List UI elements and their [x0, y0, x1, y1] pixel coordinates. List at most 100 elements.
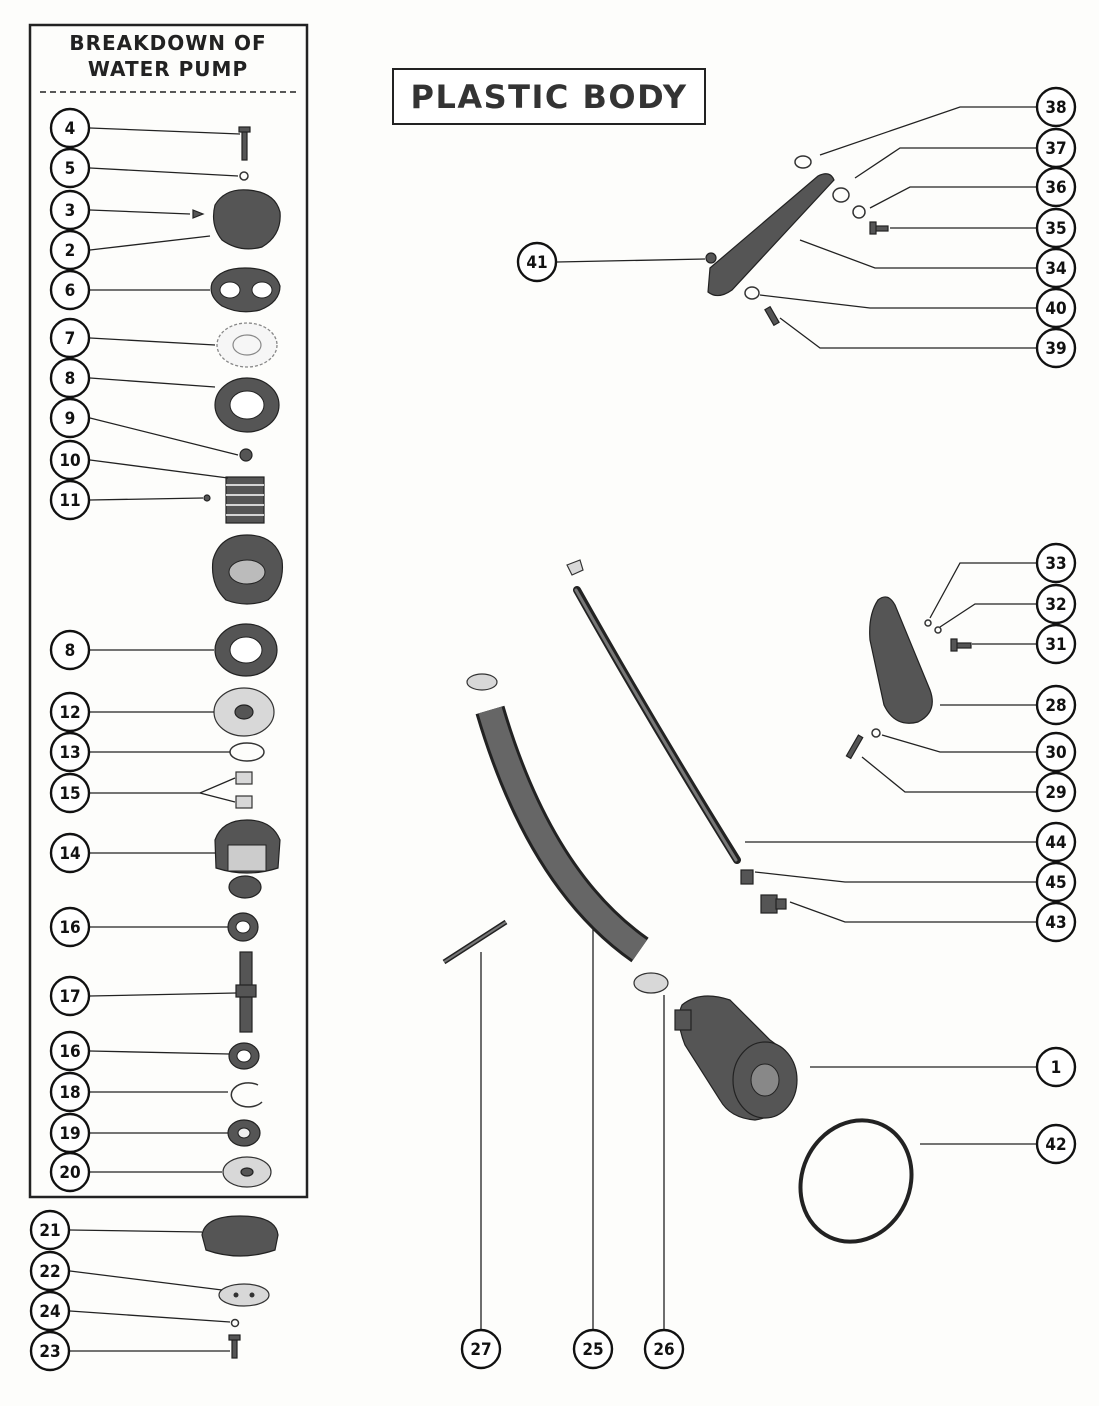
callout-circle — [49, 479, 91, 521]
callout-25: 25 — [572, 1328, 614, 1370]
leader-line-22 — [69, 1270, 223, 1291]
leader-line-16 — [89, 1050, 230, 1055]
callout-38: 38 — [1035, 86, 1077, 128]
callout-30: 30 — [1035, 731, 1077, 773]
callout-19: 19 — [49, 1112, 91, 1154]
leader-line-43 — [789, 901, 1036, 923]
screw-35 — [869, 221, 889, 235]
callout-circle — [1035, 901, 1077, 943]
plate-6 — [210, 267, 281, 313]
washer-24 — [230, 1318, 240, 1328]
insert-unlabeled — [211, 534, 284, 605]
callout-circle — [49, 357, 91, 399]
washer-32 — [934, 626, 942, 634]
callout-number: 13 — [59, 743, 80, 763]
callout-number: 31 — [1045, 635, 1066, 655]
leader-line-24 — [69, 1310, 231, 1323]
leader-line-21 — [69, 1229, 203, 1233]
callout-number: 26 — [653, 1340, 674, 1360]
callout-42: 42 — [1035, 1123, 1077, 1165]
callout-circle — [1035, 287, 1077, 329]
screw-31 — [950, 638, 972, 652]
cover-21 — [201, 1215, 279, 1257]
callout-number: 30 — [1045, 743, 1066, 763]
callout-number: 22 — [39, 1262, 60, 1282]
washer-30 — [871, 728, 881, 738]
leader-line-36 — [869, 186, 1036, 209]
callout-circle — [1035, 247, 1077, 289]
gasket-7 — [216, 322, 278, 368]
leader-line-9 — [89, 417, 239, 456]
bushing-38 — [794, 155, 812, 169]
callout-circle — [49, 439, 91, 481]
screw-23 — [228, 1334, 241, 1359]
callout-8: 8 — [49, 357, 91, 399]
callout-24: 24 — [29, 1290, 71, 1332]
plate-22 — [218, 1283, 270, 1307]
pump-body-1 — [674, 995, 798, 1121]
callout-number: 20 — [59, 1163, 80, 1183]
callout-circle — [49, 317, 91, 359]
callout-number: 40 — [1045, 299, 1066, 319]
leader-line-3 — [89, 209, 191, 215]
callout-number: 9 — [65, 409, 76, 429]
nut-41 — [705, 252, 717, 264]
callout-circle — [1035, 861, 1077, 903]
clamp-top-large — [466, 673, 498, 691]
callout-circle — [29, 1209, 71, 1251]
main-title-box — [392, 68, 706, 125]
connector-45 — [740, 869, 754, 885]
retaining-ring-18 — [230, 1082, 263, 1108]
callout-40: 40 — [1035, 287, 1077, 329]
callout-4: 4 — [49, 107, 91, 149]
callout-number: 23 — [39, 1342, 60, 1362]
stud-27 — [442, 919, 508, 965]
o-ring-13 — [229, 742, 265, 762]
callout-6: 6 — [49, 269, 91, 311]
callout-number: 37 — [1045, 139, 1066, 159]
callout-circle — [49, 832, 91, 874]
callout-39: 39 — [1035, 327, 1077, 369]
callout-15: 15 — [49, 772, 91, 814]
bearing-16-top — [227, 912, 259, 942]
panel-title-line2: WATER PUMP — [88, 57, 248, 81]
bracket-34 — [707, 173, 835, 297]
callout-circle — [49, 975, 91, 1017]
fitting-43 — [760, 894, 787, 914]
callout-3: 3 — [49, 189, 91, 231]
impeller-10 — [225, 476, 265, 524]
callout-number: 3 — [65, 201, 76, 221]
callout-20: 20 — [49, 1151, 91, 1193]
pump-housing-2 — [212, 189, 281, 250]
leader-line-45 — [754, 871, 1036, 883]
callout-9: 9 — [49, 397, 91, 439]
callout-7: 7 — [49, 317, 91, 359]
leader-line-38 — [819, 106, 1036, 156]
callout-16: 16 — [49, 1030, 91, 1072]
callout-circle — [1035, 1046, 1077, 1088]
leader-line-5 — [89, 167, 239, 177]
leader-line-32 — [939, 603, 1036, 628]
screw-4 — [238, 126, 251, 161]
leader-line-40 — [759, 294, 1036, 309]
callout-number: 44 — [1045, 833, 1066, 853]
callout-number: 41 — [526, 253, 547, 273]
callout-circle — [49, 269, 91, 311]
seals-15 — [235, 771, 253, 809]
callout-35: 35 — [1035, 207, 1077, 249]
leader-line-15 — [199, 792, 236, 803]
callout-14: 14 — [49, 832, 91, 874]
drive-shaft-17 — [235, 951, 257, 1033]
callout-circle — [29, 1250, 71, 1292]
callout-circle — [49, 1071, 91, 1113]
callout-number: 29 — [1045, 783, 1066, 803]
bearing-16-bottom — [228, 1042, 260, 1070]
callout-33: 33 — [1035, 542, 1077, 584]
callout-28: 28 — [1035, 684, 1077, 726]
callout-number: 16 — [59, 1042, 80, 1062]
callout-circle — [49, 189, 91, 231]
leader-line-33 — [929, 562, 1036, 619]
callout-27: 27 — [460, 1328, 502, 1370]
leader-line-8 — [89, 377, 216, 388]
